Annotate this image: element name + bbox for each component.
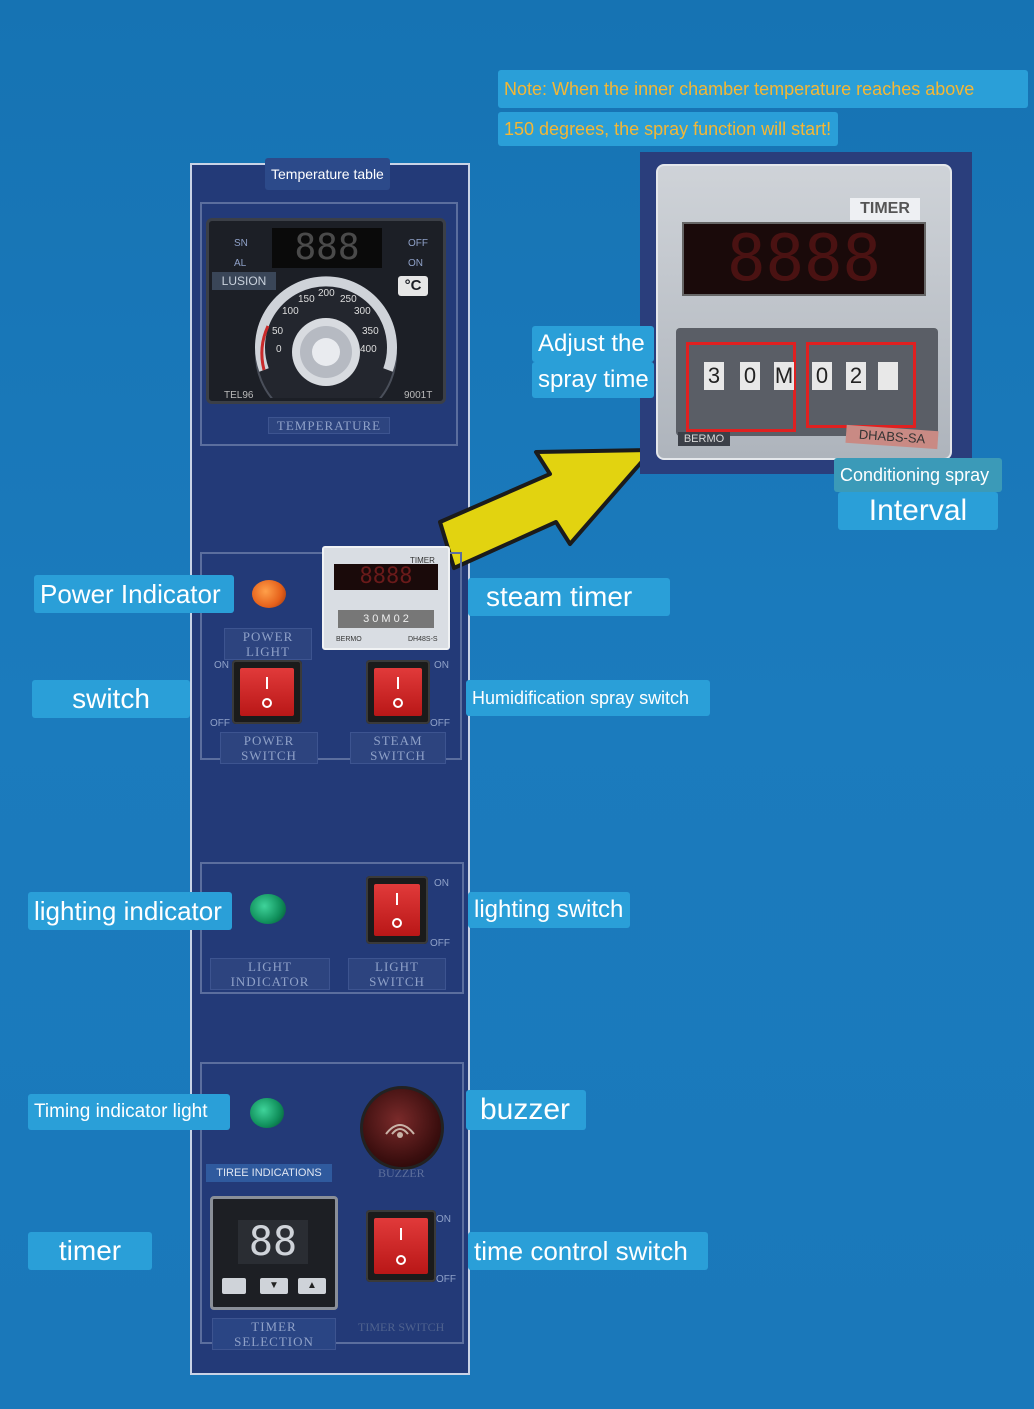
dial-tick-0: 0 [276, 344, 282, 355]
buzzer-label: buzzer [466, 1090, 586, 1130]
dial-tick-400: 400 [360, 344, 377, 355]
switch-label: switch [32, 680, 190, 718]
buzzer-icon [385, 1124, 415, 1138]
small-timer[interactable] [322, 546, 450, 650]
light-switch-plate: LIGHT SWITCH [348, 958, 446, 990]
interval-label: Interval [838, 492, 998, 530]
power-off-mark: OFF [210, 718, 230, 729]
timer-label: timer [28, 1232, 152, 1270]
timer-down-button[interactable]: ▼ [260, 1278, 288, 1294]
small-timer-title: TIMER [410, 556, 435, 565]
small-timer-display: 8888 [334, 564, 438, 590]
conditioning-spray-label: Conditioning spray [834, 458, 1002, 492]
celsius-badge: °C [398, 276, 428, 296]
sn-label: SN [234, 238, 248, 249]
steam-switch-plate: STEAM SWITCH [350, 732, 446, 764]
thumbwheel-5[interactable]: 2 [846, 362, 866, 390]
thumbwheel-2[interactable]: 0 [740, 362, 760, 390]
thumbwheel-3[interactable]: M [774, 362, 794, 390]
power-switch-plate: POWER SWITCH [220, 732, 318, 764]
temperature-table-label: Temperature table [265, 158, 390, 190]
buzzer [360, 1086, 444, 1170]
power-switch[interactable] [232, 660, 302, 724]
buzzer-plate: BUZZER [378, 1166, 425, 1180]
small-timer-dials: 3 0 M 0 2 [338, 610, 434, 628]
timer-up-button[interactable]: ▲ [298, 1278, 326, 1294]
dial-tick-50: 50 [272, 326, 284, 337]
light-indicator-plate: LIGHT INDICATOR [210, 958, 330, 990]
light-on-mark: ON [434, 878, 449, 889]
digital-timer-display: 88 [238, 1220, 308, 1264]
timer-brand: BERMO [678, 432, 730, 446]
timer-title: TIMER [850, 198, 920, 220]
on-label: ON [408, 258, 423, 269]
timer-on-mark: ON [436, 1214, 451, 1225]
tiree-indications-plate: TIREE INDICATIONS [206, 1164, 332, 1182]
lighting-switch[interactable] [366, 876, 428, 944]
model-right-label: 9001T [404, 390, 433, 401]
dial-tick-200: 200 [318, 288, 335, 299]
brand-label: LUSION [212, 272, 276, 290]
steam-switch[interactable] [366, 660, 430, 724]
lighting-indicator-label: lighting indicator [28, 892, 232, 930]
spray-time-highlight[interactable] [686, 342, 796, 432]
power-indicator-lamp [252, 580, 286, 608]
steam-off-mark: OFF [430, 718, 450, 729]
arrow-icon [438, 448, 654, 570]
thumbwheel-1[interactable]: 3 [704, 362, 724, 390]
timing-indicator-lamp [250, 1098, 284, 1128]
power-light-plate: POWER LIGHT [224, 628, 312, 660]
power-indicator-label: Power Indicator [34, 575, 234, 613]
temperature-plate: TEMPERATURE [268, 417, 390, 434]
timer-switch[interactable] [366, 1210, 436, 1282]
adjust-spray-time-label-1: Adjust the [532, 326, 654, 362]
steam-timer-label: steam timer [468, 578, 670, 616]
thumbwheel-4[interactable]: 0 [812, 362, 832, 390]
timing-indicator-light-label: Timing indicator light [28, 1094, 230, 1130]
time-control-switch-label: time control switch [468, 1232, 708, 1270]
light-off-mark: OFF [430, 938, 450, 949]
timer-closeup-display: 8888 [682, 222, 926, 296]
al-label: AL [234, 258, 247, 269]
power-on-mark: ON [214, 660, 229, 671]
dial-tick-350: 350 [362, 326, 379, 337]
thumbwheel-6[interactable] [878, 362, 898, 390]
adjust-spray-time-label-2: spray time [532, 362, 654, 398]
timer-switch-plate: TIMER SWITCH [358, 1320, 445, 1334]
lighting-indicator-lamp [250, 894, 286, 924]
timer-selection-plate: TIMER SELECTION [212, 1318, 336, 1350]
small-timer-model: DH48S-S [408, 636, 438, 643]
timer-off-mark: OFF [436, 1274, 456, 1285]
off-label: OFF [408, 238, 428, 249]
dial-tick-250: 250 [340, 294, 357, 305]
steam-on-mark: ON [434, 660, 449, 671]
humidification-spray-switch-label: Humidification spray switch [466, 680, 710, 716]
temperature-display: 888 [272, 228, 382, 268]
timer-set-button[interactable] [222, 1278, 246, 1294]
temperature-section [200, 202, 458, 446]
dial-tick-150: 150 [298, 294, 315, 305]
model-left-label: TEL96 [224, 390, 254, 401]
note-line-1: Note: When the inner chamber temperature… [498, 70, 1028, 108]
dial-tick-300: 300 [354, 306, 371, 317]
temperature-dial[interactable] [246, 274, 406, 398]
lighting-switch-label: lighting switch [468, 892, 630, 928]
dial-tick-100: 100 [282, 306, 299, 317]
note-line-2: 150 degrees, the spray function will sta… [498, 112, 838, 146]
small-timer-brand: BERMO [336, 636, 362, 643]
